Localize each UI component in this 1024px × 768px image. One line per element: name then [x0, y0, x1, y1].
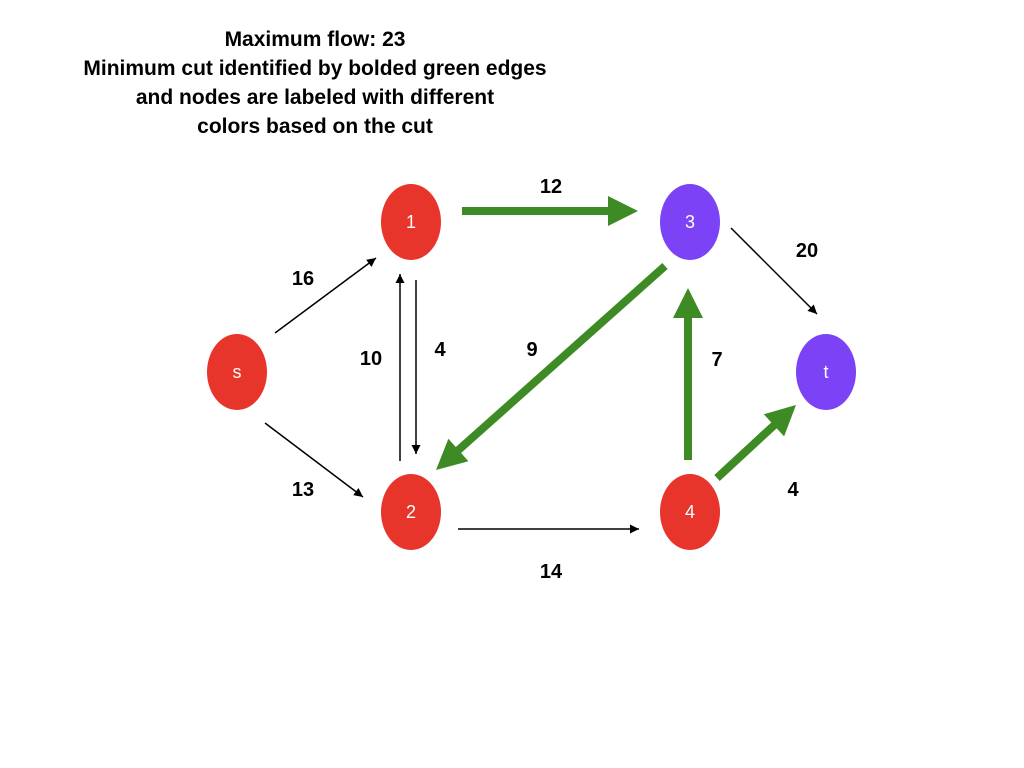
edge-2-to-4-capacity-label: 14 — [540, 561, 563, 583]
node-t-label: t — [823, 362, 828, 382]
node-s: s — [207, 334, 267, 410]
edge-4-to-t-line — [714, 421, 779, 481]
node-s-label: s — [233, 362, 242, 382]
edge-4-to-3-arrowhead — [673, 288, 703, 318]
node-t: t — [796, 334, 856, 410]
edge-4-to-3-capacity-label: 7 — [711, 349, 722, 371]
node-3: 3 — [660, 184, 720, 260]
node-s-circle — [207, 334, 267, 410]
node-4: 4 — [660, 474, 720, 550]
edge-4-to-3-cut-edge — [673, 288, 703, 460]
edge-s-to-1 — [274, 257, 377, 334]
edge-2-to-1-capacity-label: 10 — [360, 348, 382, 370]
edge-1-to-3-cut-edge — [462, 196, 638, 226]
edge-3-to-2-line — [454, 263, 668, 455]
edge-4-to-t-capacity-label: 4 — [787, 479, 799, 501]
node-1-label: 1 — [406, 212, 416, 232]
node-2-label: 2 — [406, 502, 416, 522]
node-2-circle — [381, 474, 441, 550]
edge-1-to-2-capacity-label: 4 — [434, 339, 446, 361]
edge-s-to-1-capacity-label: 16 — [292, 268, 314, 290]
edge-s-to-2-capacity-label: 13 — [292, 479, 314, 501]
node-3-label: 3 — [685, 212, 695, 232]
title-line: colors based on the cut — [197, 115, 433, 138]
edge-1-to-3-arrowhead — [608, 196, 638, 226]
edge-3-to-2-arrowhead — [436, 438, 469, 470]
edge-3-to-2-capacity-label: 9 — [526, 339, 537, 361]
title-line: Minimum cut identified by bolded green e… — [83, 57, 547, 80]
title-line: Maximum flow: 23 — [224, 28, 406, 51]
title-line: and nodes are labeled with different — [135, 86, 495, 109]
node-1-circle — [381, 184, 441, 260]
edge-4-to-t-arrowhead — [763, 405, 796, 437]
diagram-title: Maximum flow: 23 Minimum cut identified … — [40, 25, 590, 141]
node-4-circle — [660, 474, 720, 550]
node-t-circle — [796, 334, 856, 410]
node-1: 1 — [381, 184, 441, 260]
edge-1-to-3-capacity-label: 12 — [540, 176, 562, 198]
edge-3-to-t-capacity-label: 20 — [796, 240, 818, 262]
node-3-circle — [660, 184, 720, 260]
edge-3-to-t — [730, 227, 818, 315]
node-2: 2 — [381, 474, 441, 550]
edge-s-to-2 — [264, 422, 364, 498]
node-4-label: 4 — [685, 502, 695, 522]
edge-3-to-2-cut-edge — [436, 263, 668, 470]
edge-4-to-t-cut-edge — [714, 405, 796, 481]
